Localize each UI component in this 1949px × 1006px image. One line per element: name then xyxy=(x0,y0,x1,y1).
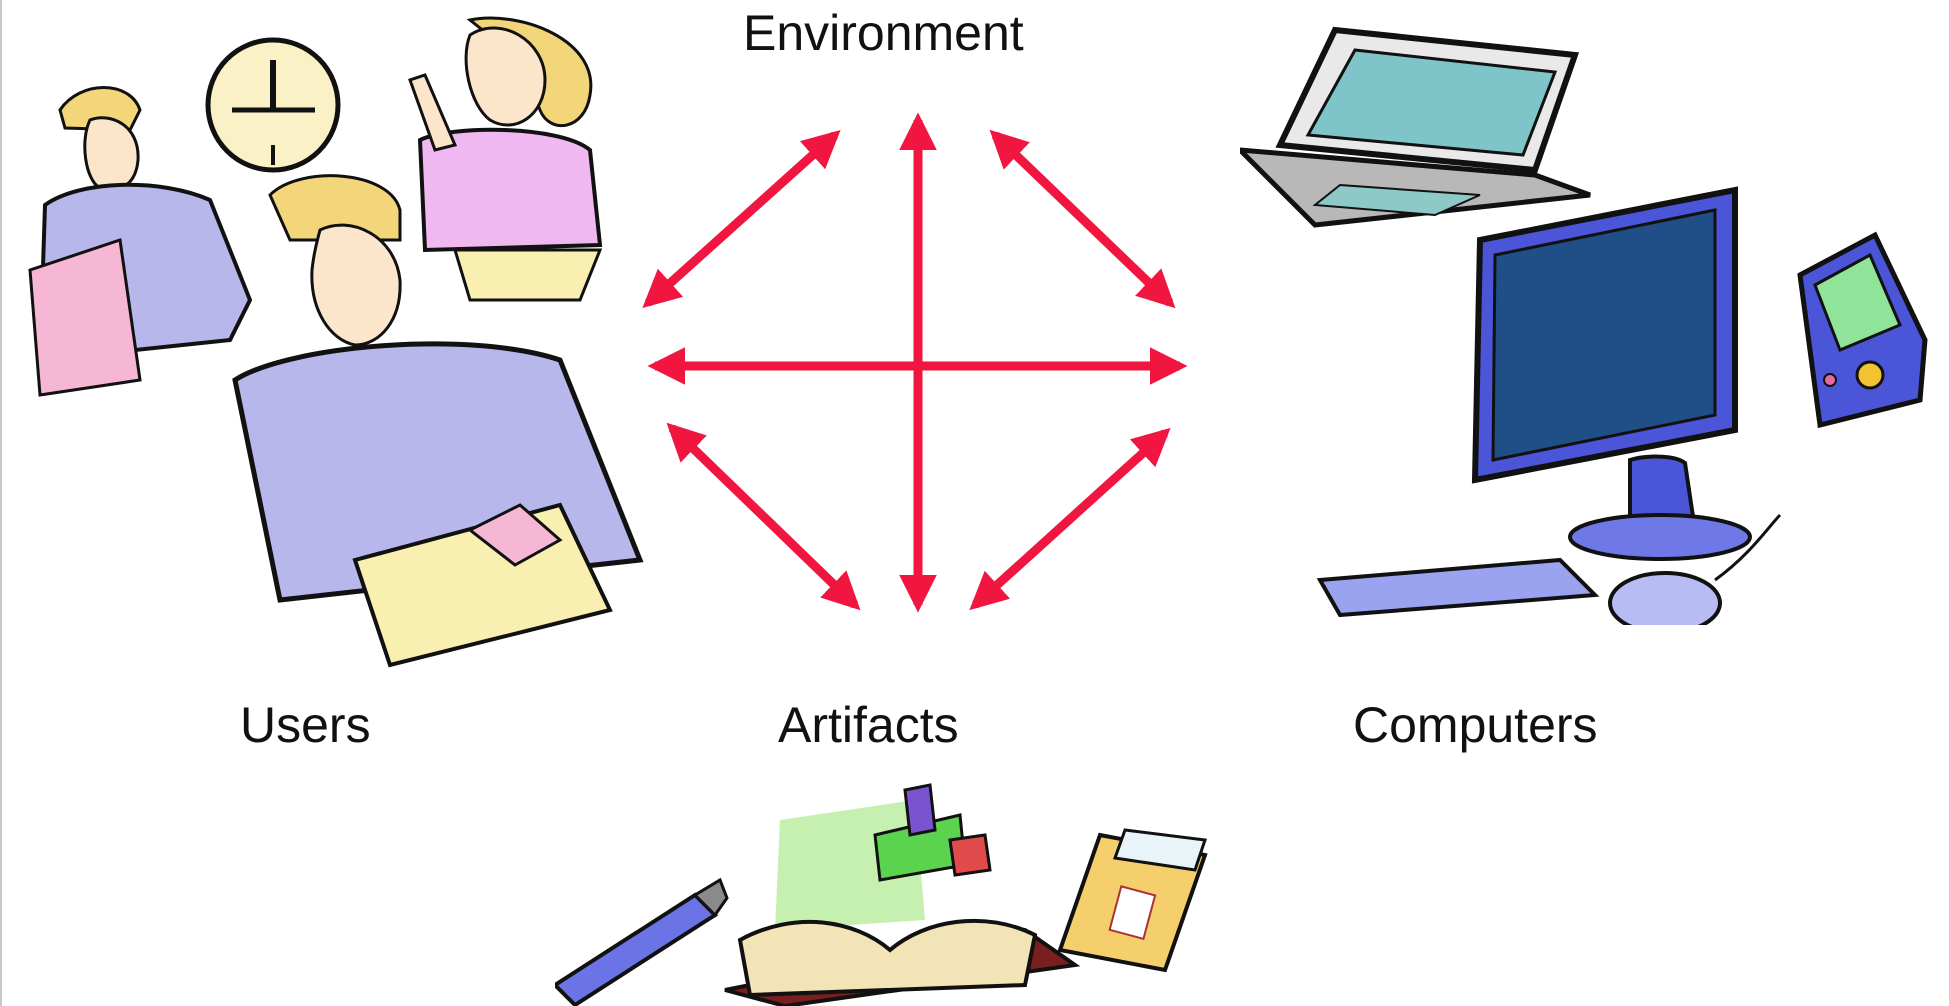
arrow-top-right xyxy=(989,129,1176,309)
envelope-icon xyxy=(1057,828,1208,973)
arrow-bottom-right xyxy=(969,427,1171,611)
pen-icon xyxy=(555,877,729,1006)
business-people-illustration xyxy=(28,16,644,668)
open-book-desk-icon xyxy=(724,783,1081,1006)
man-at-desk xyxy=(232,174,644,668)
environment-label: Environment xyxy=(743,5,1024,61)
artifacts-illustration xyxy=(555,783,1208,1006)
users-label: Users xyxy=(240,697,371,753)
man-left xyxy=(28,86,253,397)
woman-on-phone xyxy=(408,16,603,302)
laptop-icon xyxy=(1240,26,1591,228)
wall-clock-icon xyxy=(205,37,341,173)
artifacts-label: Artifacts xyxy=(778,697,959,753)
slide-left-border xyxy=(0,0,2,1006)
computers-label: Computers xyxy=(1353,697,1598,753)
pda-icon xyxy=(1797,231,1928,429)
desktop-computer-icon xyxy=(1316,186,1782,625)
arrow-bottom-left xyxy=(666,422,861,611)
arrow-top-left xyxy=(642,129,841,309)
